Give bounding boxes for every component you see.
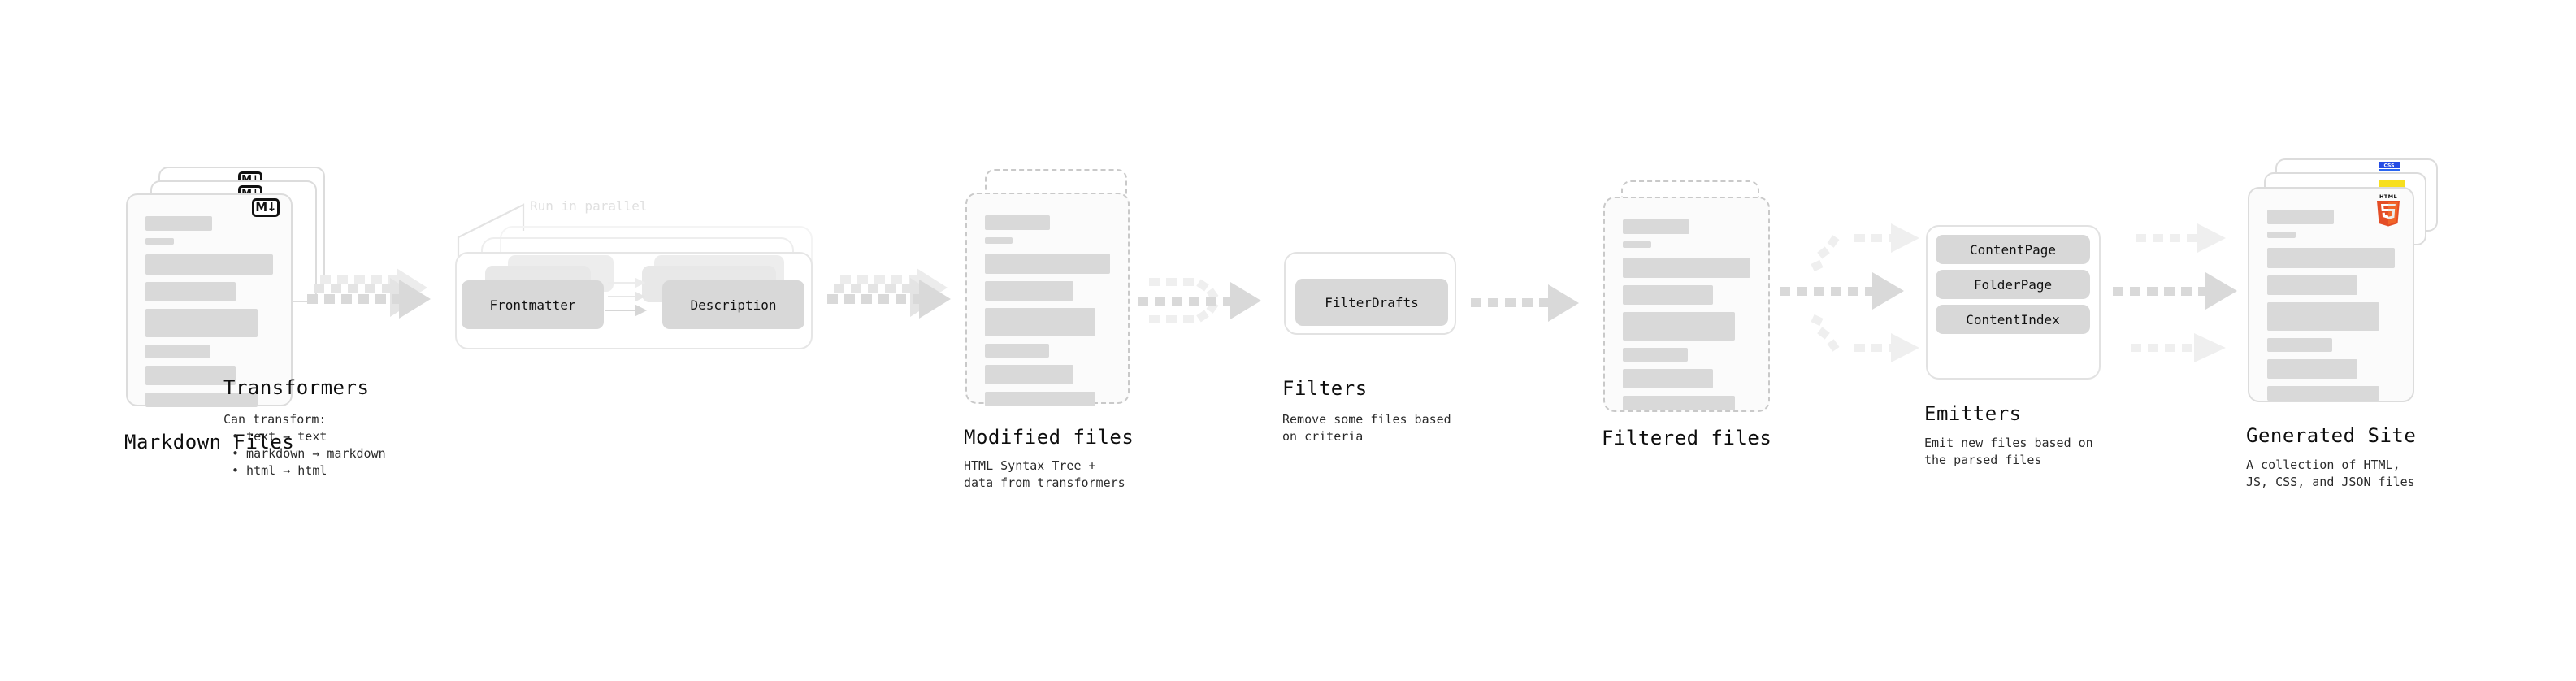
filtered-file-card-front — [1603, 197, 1770, 412]
generated-site-subtitle: A collection of HTML, JS, CSS, and JSON … — [2246, 458, 2415, 489]
filter-chip-filterdrafts[interactable]: FilterDrafts — [1295, 279, 1448, 326]
transformers-bullet-2: • markdown → markdown — [232, 446, 386, 461]
generated-file-content-lines — [2267, 210, 2395, 408]
markdown-files-title: Markdown Files — [124, 431, 295, 453]
emitter-chip-contentindex[interactable]: ContentIndex — [1936, 305, 2090, 334]
emitters-subtitle: Emit new files based on the parsed files — [1924, 436, 2093, 467]
filtered-file-content-lines — [1623, 219, 1750, 418]
markdown-file-card-front — [126, 193, 293, 407]
modified-files-title: Modified files — [964, 426, 1134, 449]
modified-file-card-front — [965, 193, 1130, 406]
filters-subtitle: Remove some files based on criteria — [1282, 412, 1451, 444]
transformer-chip-frontmatter[interactable]: Frontmatter — [462, 280, 604, 329]
emitter-chip-folderpage[interactable]: FolderPage — [1936, 270, 2090, 299]
transformers-title: Transformers — [223, 376, 370, 399]
markdown-icon: M↓ — [252, 198, 280, 217]
transformers-bullet-1: • text → text — [232, 429, 327, 444]
markdown-file-content-lines — [145, 216, 273, 414]
arrow-transformers-to-modified-files — [827, 268, 951, 319]
modified-file-content-lines — [985, 215, 1110, 414]
svg-text:HTML: HTML — [2379, 193, 2397, 200]
filtered-files-title: Filtered files — [1602, 427, 1772, 449]
transformer-chip-description[interactable]: Description — [662, 280, 804, 329]
arrow-emitters-to-generated-site — [2113, 223, 2237, 362]
emitter-chip-contentpage[interactable]: ContentPage — [1936, 235, 2090, 264]
emitters-title: Emitters — [1924, 402, 2022, 425]
generated-site-title: Generated Site — [2246, 424, 2417, 447]
css3-icon: CSS — [2379, 162, 2400, 171]
arrow-markdown-to-transformers — [307, 268, 431, 319]
modified-files-subtitle: HTML Syntax Tree + data from transformer… — [964, 458, 1125, 490]
html5-icon: HTML — [2377, 193, 2400, 227]
run-in-parallel-label: Run in parallel — [530, 198, 648, 214]
arrow-modified-files-to-filters — [1138, 278, 1261, 323]
run-in-parallel-leader — [457, 203, 525, 267]
filters-title: Filters — [1282, 377, 1368, 400]
arrow-filtered-files-to-emitters — [1780, 223, 1919, 362]
arrow-filters-to-filtered-files — [1471, 284, 1579, 322]
transformer-internal-arrows — [605, 277, 648, 317]
transformers-subtitle: Can transform: — [223, 412, 327, 427]
svg-text:CSS: CSS — [2384, 163, 2395, 169]
transformers-bullet-3: • html → html — [232, 463, 327, 478]
